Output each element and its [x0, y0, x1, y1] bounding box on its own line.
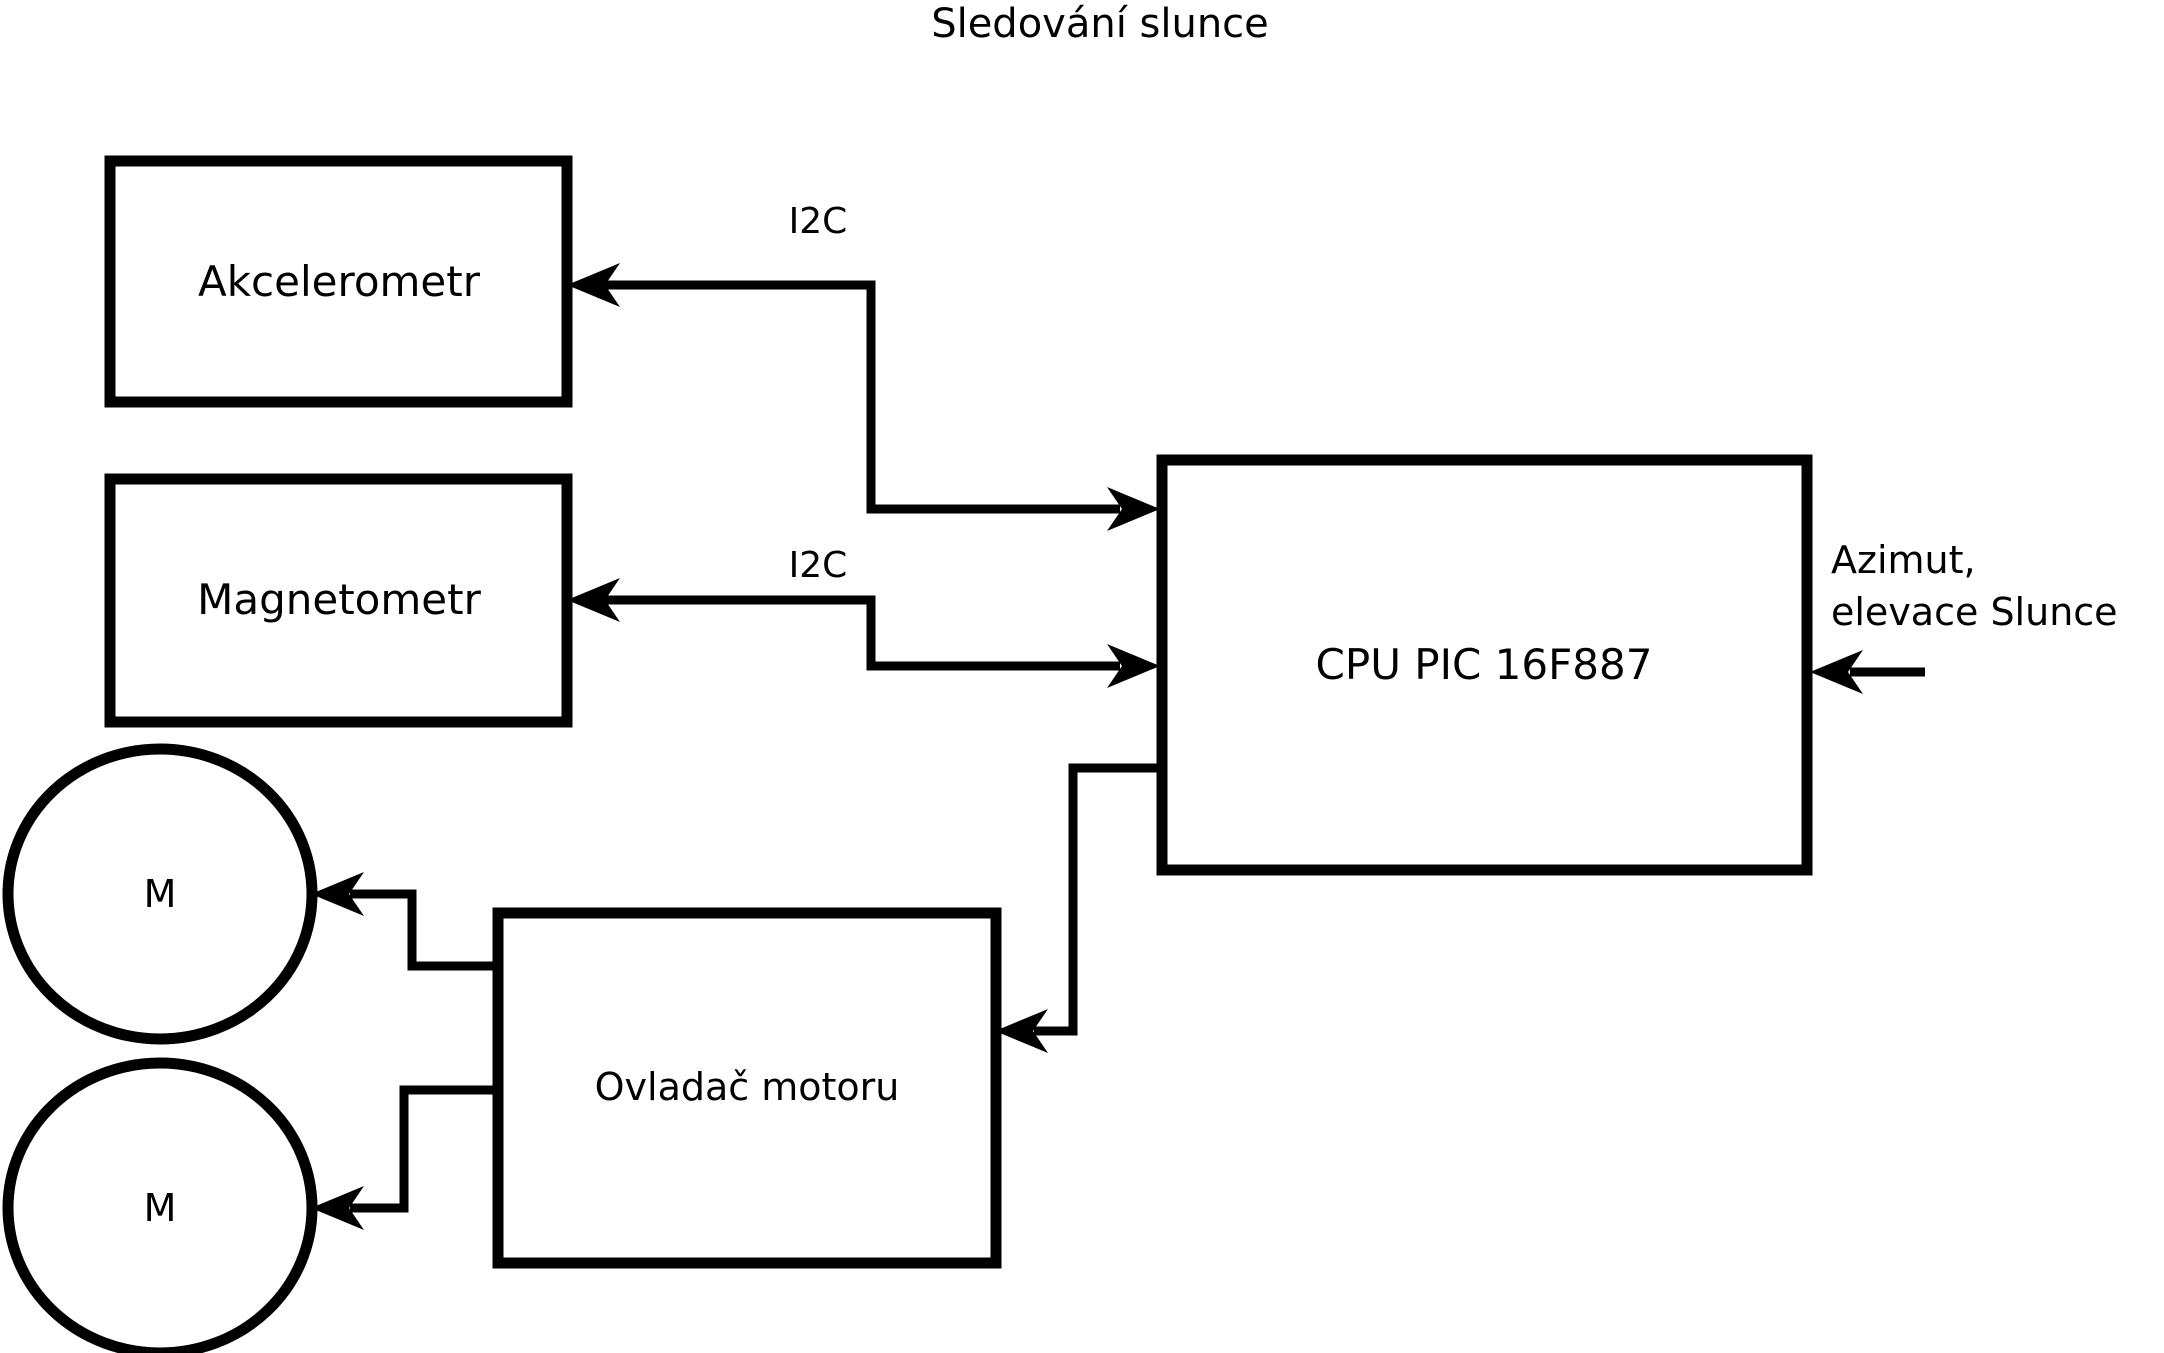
- io-label-sun-line1: Azimut,: [1831, 538, 1976, 582]
- wire-motor-driver-motor-bottom: [350, 1085, 498, 1213]
- arrowhead-sun-input: [1810, 650, 1863, 694]
- block-magnetometer-label: Magnetometr: [197, 575, 481, 624]
- wire-cpu-motor-driver: [1034, 763, 1160, 1036]
- block-accelerometer-label: Akcelerometr: [198, 257, 481, 306]
- block-accelerometer[interactable]: [104, 155, 573, 408]
- diagram-title: Sledování slunce: [931, 1, 1269, 47]
- arrowhead-to-motor-bottom: [311, 1186, 364, 1230]
- arrowhead-magnetometer-to-cpu: [1107, 644, 1160, 688]
- block-cpu-label: CPU PIC 16F887: [1316, 640, 1653, 689]
- block-motor-driver[interactable]: [492, 907, 1002, 1269]
- wire-motor-driver-motor-top: [350, 889, 498, 971]
- io-label-sun-line2: elevace Slunce: [1831, 590, 2118, 634]
- block-motor-driver-label: Ovladač motoru: [595, 1065, 900, 1109]
- arrowhead-to-motor-driver: [995, 1009, 1048, 1053]
- block-motor-bottom-label: M: [144, 1186, 177, 1230]
- wire-cpu-magnetometer: [605, 595, 1120, 671]
- block-magnetometer[interactable]: [104, 473, 573, 728]
- arrowhead-accelerometer-to-cpu: [1107, 487, 1160, 531]
- block-cpu[interactable]: [1156, 454, 1813, 876]
- wire-cpu-accelerometer: [605, 280, 1120, 514]
- edge-label-magnetometer-i2c: I2C: [789, 545, 848, 586]
- arrowhead-to-motor-top: [311, 872, 364, 916]
- edge-label-accelerometer-i2c: I2C: [789, 201, 848, 242]
- arrowhead-to-magnetometer: [567, 578, 620, 622]
- block-motor-top-label: M: [144, 872, 177, 916]
- arrowhead-to-accelerometer: [567, 263, 620, 307]
